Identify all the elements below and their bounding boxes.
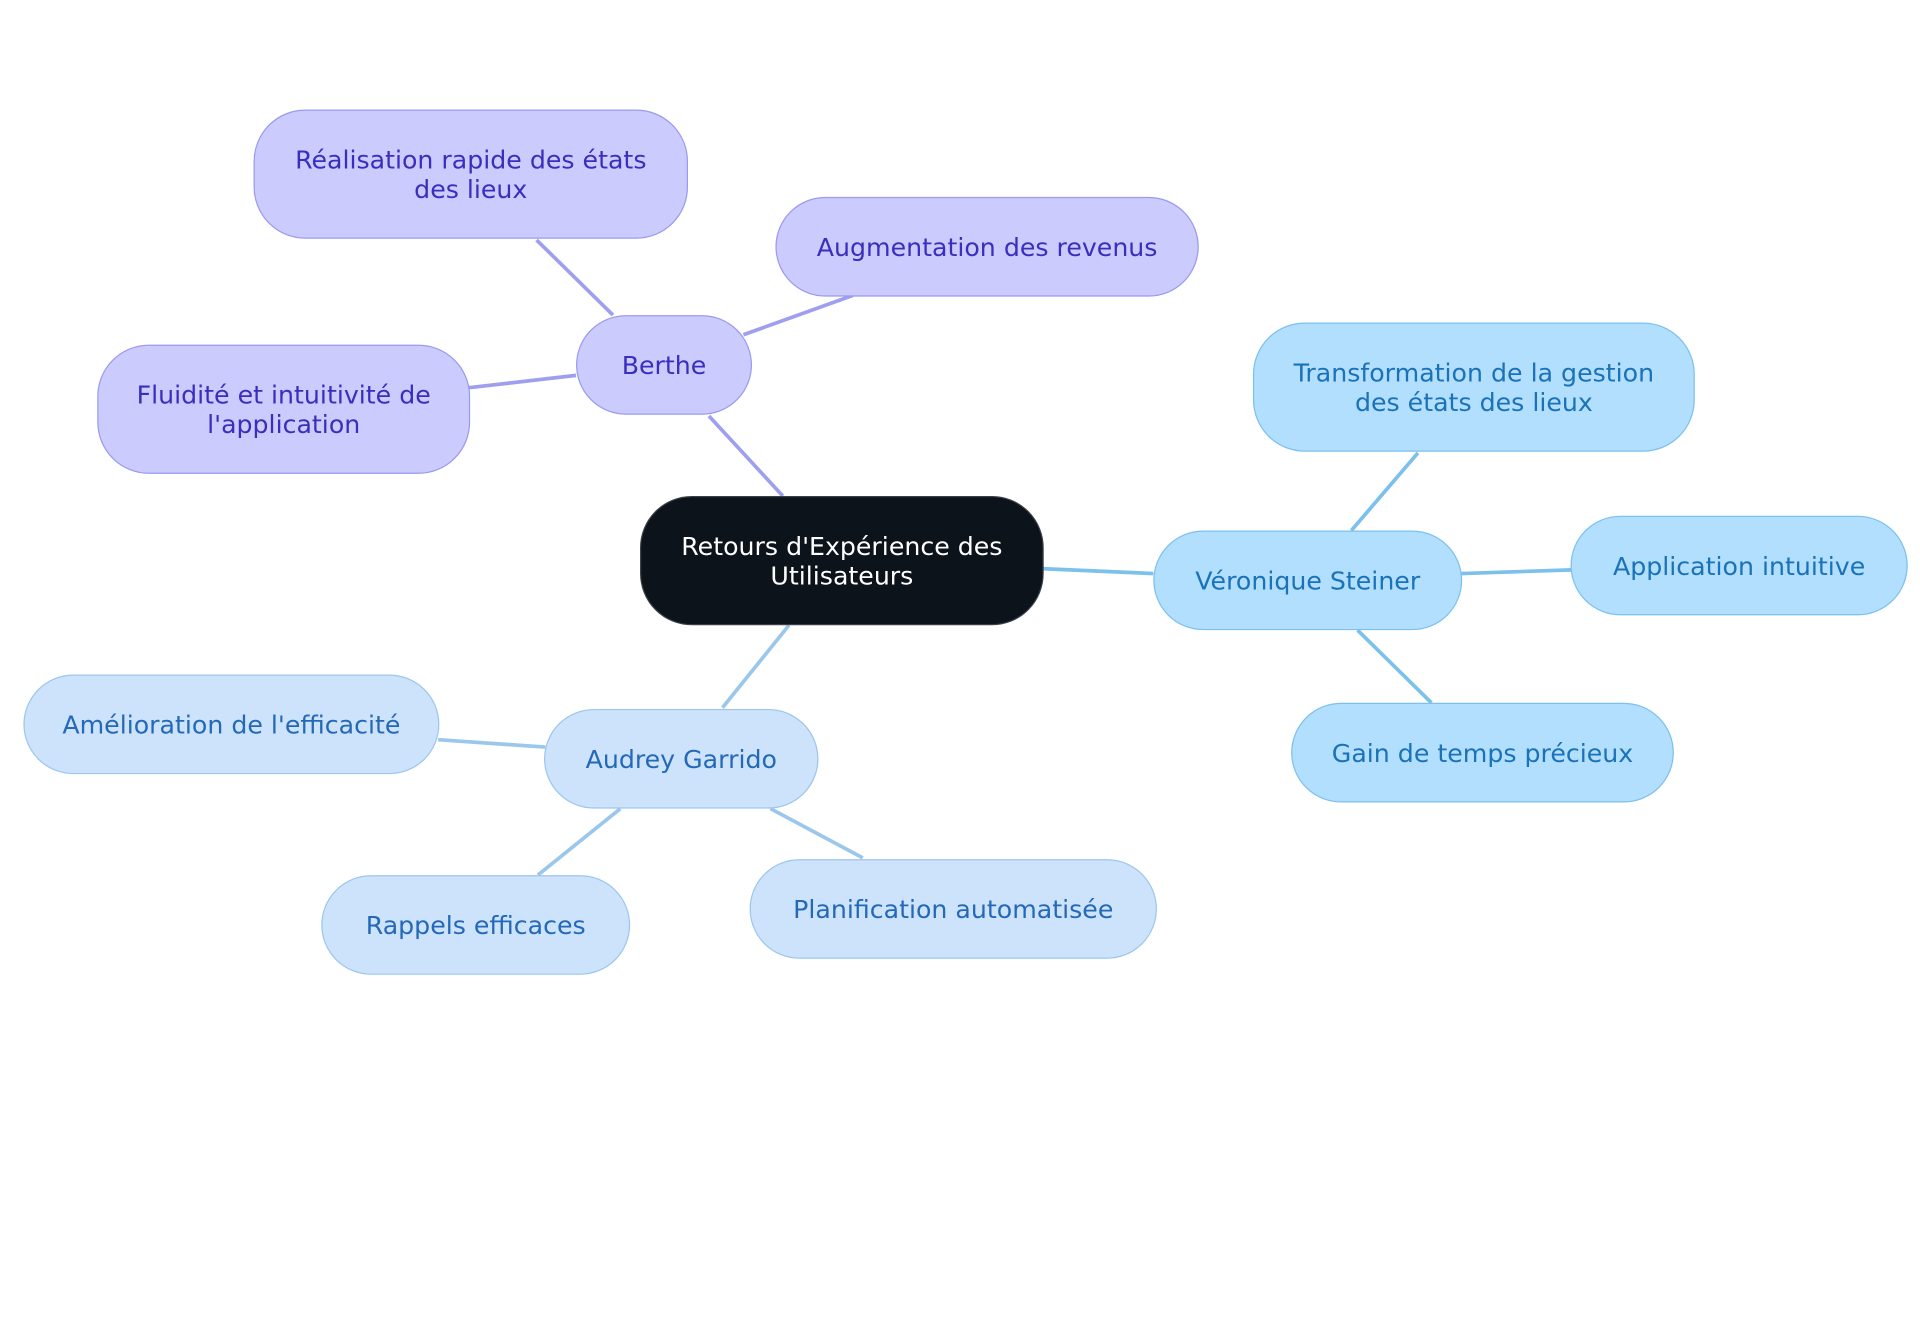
- connector-lines: [438, 238, 1572, 877]
- node-rappels-label: Rappels efficaces: [365, 910, 586, 940]
- edge-berthe-revenus: [742, 293, 854, 337]
- edge-berthe-realisation: [535, 238, 615, 317]
- node-gain-label: Gain de temps précieux: [1331, 737, 1634, 768]
- edge-audrey-amelioration: [438, 737, 546, 749]
- node-planification-automatisee[interactable]: Planification automatisée: [749, 859, 1157, 959]
- node-revenus-label: Augmentation des revenus: [816, 232, 1158, 262]
- edge-root-berthe: [707, 414, 785, 498]
- node-transformation-line2: des états des lieux: [1354, 387, 1593, 417]
- node-gain-temps[interactable]: Gain de temps précieux: [1291, 702, 1674, 803]
- edge-berthe-fluidite: [468, 373, 577, 390]
- node-realisation-rapide[interactable]: Réalisation rapide des états des lieux: [253, 109, 689, 239]
- node-fluidite-line2: l'application: [207, 409, 361, 439]
- root-label-line2: Utilisateurs: [770, 560, 914, 591]
- node-audrey-label: Audrey Garrido: [585, 744, 777, 774]
- node-fluidite-line1: Fluidité et intuitivité de: [136, 379, 431, 410]
- node-amelioration-label: Amélioration de l'efficacité: [62, 709, 401, 740]
- node-realisation-line2: des lieux: [414, 174, 528, 204]
- edge-root-audrey: [721, 624, 791, 709]
- node-berthe-label: Berthe: [621, 350, 707, 380]
- root-label-line1: Retours d'Expérience des: [681, 531, 1003, 561]
- edge-root-veronique: [1041, 566, 1154, 576]
- edge-audrey-rappels: [536, 807, 622, 877]
- edge-veronique-gain: [1356, 628, 1433, 705]
- node-veronique-steiner[interactable]: Véronique Steiner: [1153, 530, 1463, 631]
- node-realisation-line1: Réalisation rapide des états: [295, 144, 647, 175]
- node-application-label: Application intuitive: [1612, 550, 1866, 581]
- node-planification-label: Planification automatisée: [793, 894, 1114, 924]
- edge-veronique-transformation: [1350, 451, 1420, 532]
- node-audrey-garrido[interactable]: Audrey Garrido: [544, 708, 819, 809]
- node-transformation-gestion[interactable]: Transformation de la gestion des états d…: [1252, 322, 1695, 452]
- node-fluidite-intuitivite[interactable]: Fluidité et intuitivité de l'application: [97, 344, 471, 474]
- node-amelioration-efficacite[interactable]: Amélioration de l'efficacité: [23, 674, 440, 775]
- edge-audrey-planification: [769, 807, 864, 860]
- edge-veronique-application: [1460, 568, 1572, 576]
- node-veronique-label: Véronique Steiner: [1195, 565, 1421, 596]
- root-node[interactable]: Retours d'Expérience des Utilisateurs: [640, 496, 1044, 626]
- node-rappels-efficaces[interactable]: Rappels efficaces: [321, 875, 631, 975]
- node-transformation-line1: Transformation de la gestion: [1293, 357, 1655, 388]
- node-berthe[interactable]: Berthe: [576, 315, 753, 415]
- node-application-intuitive[interactable]: Application intuitive: [1570, 515, 1908, 616]
- node-augmentation-revenus[interactable]: Augmentation des revenus: [775, 196, 1199, 297]
